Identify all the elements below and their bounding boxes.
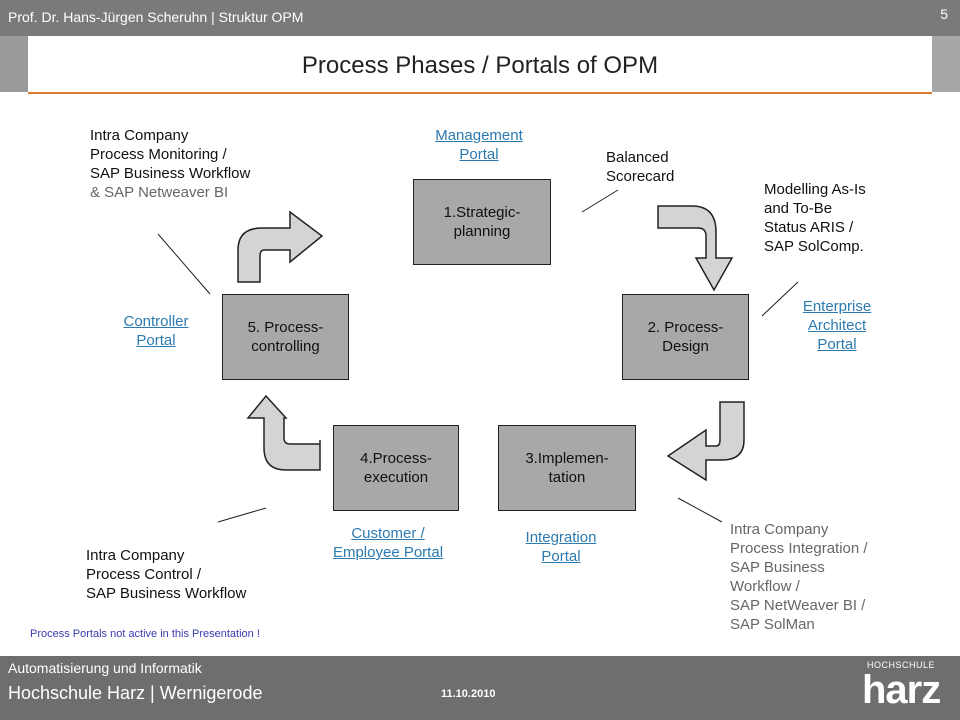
connector-integration	[677, 497, 723, 523]
customer-portal-line2[interactable]: Employee Portal	[332, 544, 444, 561]
scorecard-line2: Scorecard	[606, 168, 675, 185]
phase-box-implementation: 3.Implemen-tation	[498, 425, 636, 511]
integration-portal-line2[interactable]: Portal	[541, 548, 581, 565]
logo-small-text: HOCHSCHULE	[866, 660, 935, 670]
ea-portal-line1[interactable]: Enterprise	[802, 298, 872, 315]
phase-execution-line1: 4.Process-	[360, 450, 432, 467]
customer-portal-line1[interactable]: Customer /	[351, 525, 425, 542]
controller-portal-line2[interactable]: Portal	[136, 332, 176, 349]
integration-desc-line5: SAP NetWeaver BI /	[730, 597, 866, 614]
integration-desc-line3: SAP Business	[730, 559, 825, 576]
ea-portal-line2[interactable]: Architect	[807, 317, 867, 334]
phase-box-controlling: 5. Process-controlling	[222, 294, 349, 380]
phase-implementation-line1: 3.Implemen-	[525, 450, 609, 467]
connector-monitoring	[157, 233, 211, 295]
logo-big-text: harz	[862, 668, 941, 712]
integration-desc-line4: Workflow /	[730, 578, 800, 595]
controller-portal-line1[interactable]: Controller	[123, 313, 189, 330]
phase-strategic-line1: 1.Strategic-	[443, 204, 521, 221]
monitoring-line3: SAP Business Workflow	[90, 165, 251, 182]
left-decoration	[0, 36, 28, 92]
footer-school: Hochschule Harz | Wernigerode	[8, 683, 263, 703]
arrow-execution-to-controlling	[246, 394, 321, 471]
management-portal-line1[interactable]: Management	[435, 127, 523, 144]
page-number: 5	[940, 6, 948, 22]
modelling-annotation: Modelling As-Is and To-Be Status ARIS / …	[764, 180, 866, 256]
ea-portal-line3[interactable]: Portal	[817, 336, 857, 353]
author-line: Prof. Dr. Hans-Jürgen Scheruhn | Struktu…	[8, 9, 304, 25]
monitoring-line1: Intra Company	[90, 127, 189, 144]
arrow-design-to-implementation	[666, 401, 745, 482]
phase-design-line1: 2. Process-	[647, 319, 724, 336]
connector-scorecard	[581, 189, 619, 213]
control-line3: SAP Business Workflow	[86, 585, 247, 602]
control-annotation: Intra Company Process Control / SAP Busi…	[86, 546, 246, 603]
footer-department: Automatisierung und Informatik	[8, 660, 202, 676]
modelling-line1: Modelling As-Is	[764, 181, 866, 198]
right-decoration	[932, 36, 960, 92]
phase-box-design: 2. Process- Design	[622, 294, 749, 380]
phase-design-line2: Design	[662, 338, 709, 355]
phase-box-strategic: 1.Strategic-planning	[413, 179, 551, 265]
integration-desc-line2: Process Integration /	[730, 540, 868, 557]
modelling-line3: Status ARIS /	[764, 219, 854, 236]
footer-date: 11.10.2010	[441, 688, 496, 700]
phase-controlling-line1: 5. Process-	[247, 319, 324, 336]
arrow-strategic-to-design	[657, 205, 734, 292]
footer: Automatisierung und Informatik Hochschul…	[0, 656, 960, 720]
management-portal-line2[interactable]: Portal	[459, 146, 499, 163]
integration-annotation: Intra Company Process Integration / SAP …	[730, 520, 868, 634]
monitoring-annotation: Intra Company Process Monitoring / SAP B…	[90, 126, 250, 202]
arrow-controlling-to-strategic	[237, 210, 324, 283]
phase-box-execution: 4.Process-execution	[333, 425, 459, 511]
monitoring-line2: Process Monitoring /	[90, 146, 227, 163]
phase-implementation-line2: tation	[548, 469, 586, 486]
connector-control	[217, 507, 267, 523]
modelling-line2: and To-Be	[764, 200, 833, 217]
scorecard-annotation: Balanced Scorecard	[606, 148, 674, 186]
top-bar: Prof. Dr. Hans-Jürgen Scheruhn | Struktu…	[0, 0, 960, 36]
scorecard-line1: Balanced	[606, 149, 669, 166]
modelling-line4: SAP SolComp.	[764, 238, 864, 255]
integration-desc-line6: SAP SolMan	[730, 616, 815, 633]
title-bar: Process Phases / Portals of OPM	[28, 46, 932, 94]
integration-portal-line1[interactable]: Integration	[525, 529, 597, 546]
page-title: Process Phases / Portals of OPM	[301, 52, 659, 79]
phase-strategic-line2: planning	[453, 223, 511, 240]
monitoring-line4: & SAP Netweaver BI	[90, 184, 229, 201]
customer-employee-portal-link[interactable]: Customer / Employee Portal	[312, 524, 464, 562]
phase-controlling-line2: controlling	[251, 338, 320, 355]
control-line1: Intra Company	[86, 547, 185, 564]
control-line2: Process Control /	[86, 566, 202, 583]
portals-note: Process Portals not active in this Prese…	[30, 628, 260, 640]
integration-desc-line1: Intra Company	[730, 521, 829, 538]
connector-modelling	[761, 281, 799, 317]
hochschule-harz-logo: HOCHSCHULE harz	[862, 660, 941, 716]
phase-execution-line2: execution	[363, 469, 429, 486]
